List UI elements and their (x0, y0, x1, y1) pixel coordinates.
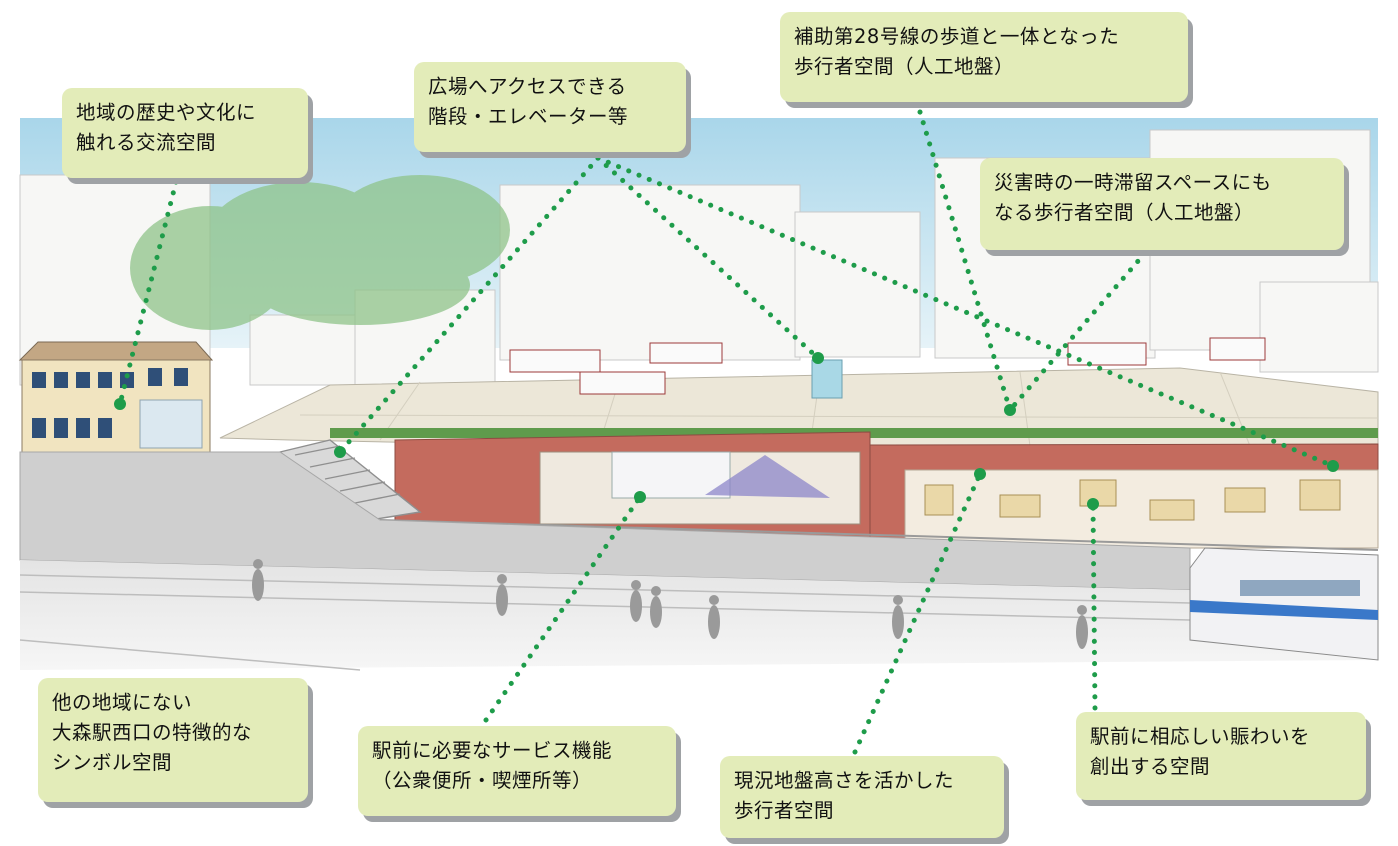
callout-stairs-elevator: 広場へアクセスできる 階段・エレベーター等 (414, 62, 686, 152)
market-stalls (924, 479, 1341, 521)
rail-tracks (19, 574, 1191, 671)
callout-line: 災害時の一時滞留スペースにも (994, 171, 1272, 194)
railing (379, 519, 1379, 551)
callout-line: 補助第28号線の歩道と一体となった (794, 25, 1120, 48)
callout-line: 駅前に相応しい賑わいを (1090, 725, 1311, 748)
callout-disaster-space: 災害時の一時滞留スペースにも なる歩行者空間（人工地盤） (980, 158, 1344, 250)
callout-line: シンボル空間 (52, 751, 173, 774)
pedestrians (252, 559, 1088, 649)
callout-symbol-space: 他の地域にない 大森駅西口の特徴的な シンボル空間 (38, 678, 308, 802)
callout-service-facilities: 駅前に必要なサービス機能 （公衆便所・喫煙所等） (358, 726, 676, 816)
callout-line: なる歩行者空間（人工地盤） (994, 201, 1255, 224)
leader-endpoints (114, 352, 1339, 510)
callout-line: 現況地盤高さを活かした (734, 769, 955, 792)
callout-local-history: 地域の歴史や文化に 触れる交流空間 (62, 88, 308, 178)
callout-liveliness: 駅前に相応しい賑わいを 創出する空間 (1076, 712, 1366, 800)
tree-canopy (130, 175, 510, 330)
callout-ground-level: 現況地盤高さを活かした 歩行者空間 (720, 756, 1004, 838)
toilet-building (611, 451, 731, 499)
callout-line: 歩行者空間（人工地盤） (794, 55, 1015, 78)
callout-line: （公衆便所・喫煙所等） (372, 769, 593, 792)
callout-line: 歩行者空間 (734, 799, 835, 822)
callout-line: 他の地域にない (52, 691, 193, 714)
lower-market (904, 469, 1379, 549)
leader-lines (117, 109, 1336, 755)
callout-route28-walkway: 補助第28号線の歩道と一体となった 歩行者空間（人工地盤） (780, 12, 1188, 102)
callout-line: 階段・エレベーター等 (428, 105, 629, 128)
callout-line: 大森駅西口の特徴的な (52, 721, 253, 744)
plaza-ground (20, 560, 1378, 670)
callout-line: 創出する空間 (1090, 755, 1211, 778)
smoking-tent (705, 455, 830, 498)
callout-line: 触れる交流空間 (76, 131, 217, 154)
callout-line: 地域の歴史や文化に (76, 101, 257, 124)
callout-line: 駅前に必要なサービス機能 (372, 739, 613, 762)
callout-line: 広場へアクセスできる (428, 75, 627, 98)
train (1189, 547, 1379, 661)
buses (509, 337, 1266, 395)
historic-building (18, 341, 214, 453)
elevator-tower (811, 359, 843, 399)
